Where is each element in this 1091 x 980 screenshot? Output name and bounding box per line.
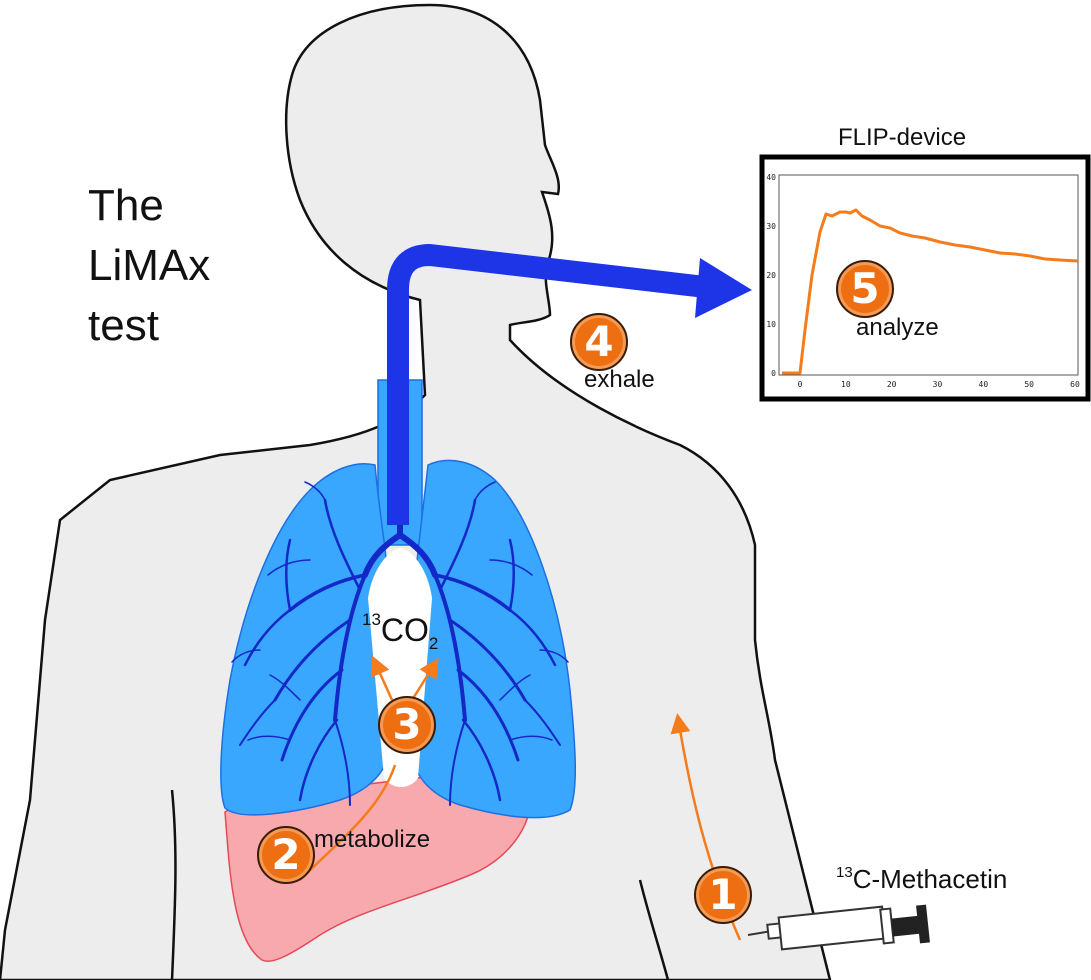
x-tick-label: 30: [933, 380, 943, 389]
step-5-label: analyze: [856, 314, 939, 342]
x-tick-label: 50: [1024, 380, 1034, 389]
co2-formula: CO: [381, 612, 429, 648]
co2-label: 13CO2: [362, 610, 438, 654]
x-tick-label: 60: [1070, 380, 1080, 389]
y-tick-label: 30: [766, 222, 776, 231]
x-tick-label: 40: [979, 380, 989, 389]
co2-isotope: 13: [362, 610, 381, 629]
step-4-badge: 4: [570, 313, 628, 371]
step-5-badge: 5: [836, 260, 894, 318]
diagram-title: The LiMAx test: [88, 176, 210, 356]
y-tick-label: 0: [771, 369, 776, 378]
y-tick-label: 40: [766, 173, 776, 182]
step-1-badge: 1: [694, 866, 752, 924]
x-tick-label: 20: [887, 380, 897, 389]
co2-subscript: 2: [429, 634, 438, 653]
step-3-badge: 3: [378, 696, 436, 754]
substance-label: 13C-Methacetin: [836, 864, 1007, 895]
flip-device-graph: 40 30 20 10 0 0 10 20 30 40 50 60: [762, 157, 1088, 399]
step-2-label: metabolize: [314, 826, 430, 854]
substance-isotope: 13: [836, 864, 853, 881]
breath-arrow-head: [695, 258, 752, 318]
step-2-badge: 2: [257, 826, 315, 884]
x-tick-label: 10: [841, 380, 851, 389]
device-label: FLIP-device: [838, 124, 966, 152]
substance-name: C-Methacetin: [853, 864, 1008, 894]
y-tick-label: 20: [766, 271, 776, 280]
y-tick-label: 10: [766, 320, 776, 329]
x-tick-label: 0: [798, 380, 803, 389]
